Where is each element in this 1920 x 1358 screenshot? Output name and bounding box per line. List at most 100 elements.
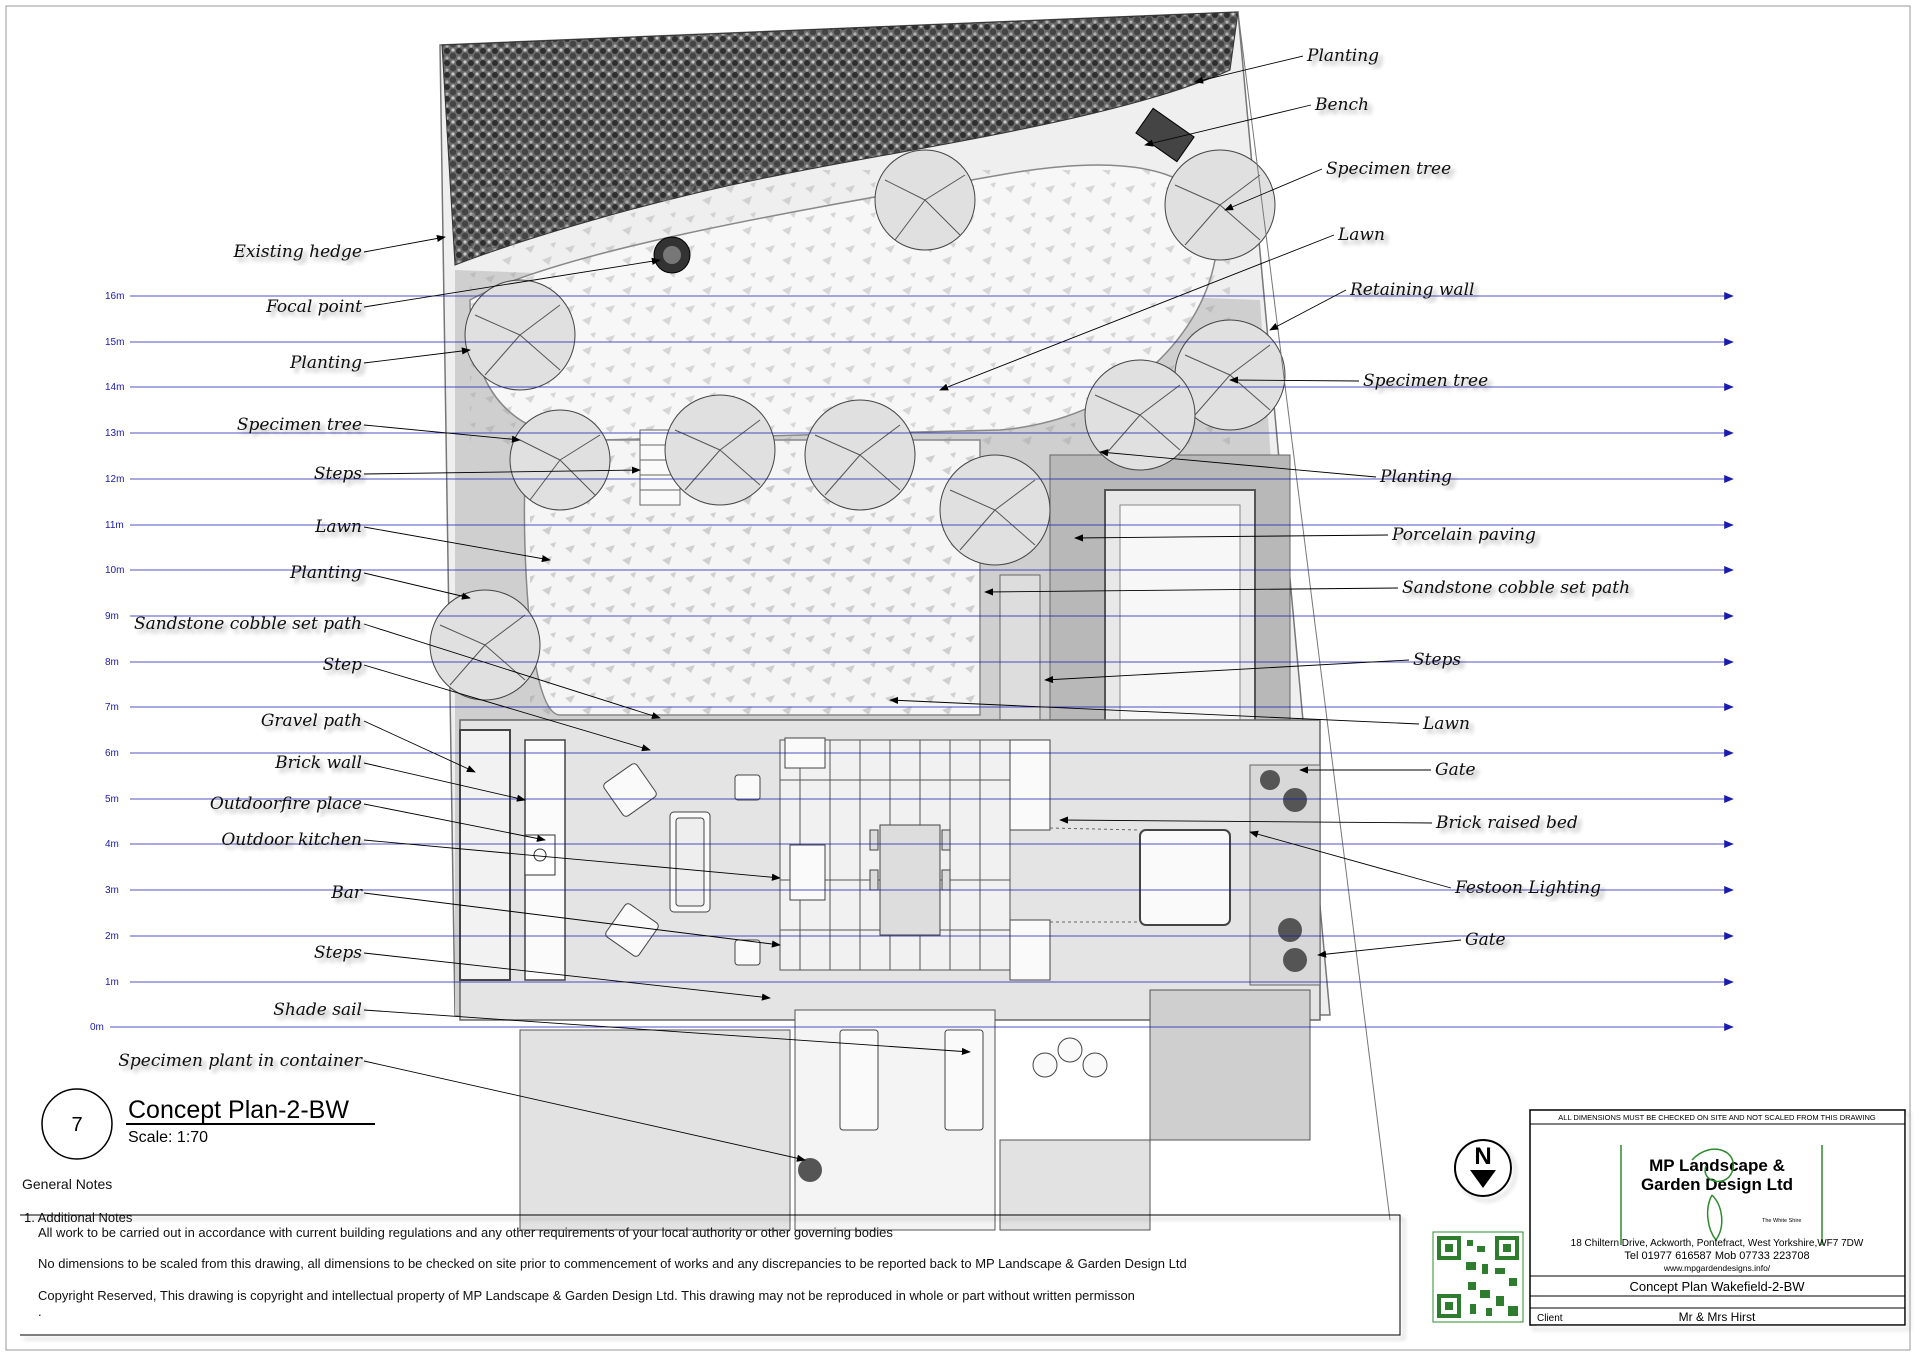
grid-label: 12m (105, 474, 124, 485)
callout-leader (363, 892, 781, 948)
notes-frame (20, 1214, 1401, 1336)
lounge-furniture (603, 763, 761, 966)
callout-leader (1074, 534, 1389, 542)
drawing-scale: Scale: 1:70 (128, 1129, 208, 1146)
callout-leader (1229, 376, 1360, 384)
dimension-warning: ALL DIMENSIONS MUST BE CHECKED ON SITE A… (1558, 1113, 1876, 1122)
house-seating (839, 1029, 1108, 1131)
callout-leader (363, 1009, 971, 1056)
brick-wall (459, 729, 511, 981)
specimen-plant-container (798, 1158, 822, 1182)
small-plants (798, 770, 1307, 1182)
company-name-line2: Garden Design Ltd (1641, 1175, 1793, 1194)
planter-box (1009, 919, 1051, 981)
focal-point-inner (663, 246, 681, 264)
garden-plan (429, 11, 1391, 1231)
callout-leader (1317, 939, 1462, 958)
callout-label-right: Porcelain paving (1391, 525, 1536, 545)
grid-label: 9m (105, 611, 119, 622)
callout-leader (1144, 104, 1312, 147)
client-name: Mr & Mrs Hirst (1679, 1310, 1756, 1324)
company-name-line1: MP Landscape & (1649, 1156, 1785, 1175)
callout-label-right: Planting (1306, 46, 1379, 66)
callout-label-left: Lawn (314, 517, 362, 537)
callout-label-right: Specimen tree (1326, 159, 1451, 179)
hot-tub (1139, 829, 1231, 926)
callout-leader (1099, 449, 1377, 478)
callout-leader (363, 1060, 806, 1162)
qr-code-icon (1432, 1231, 1524, 1323)
callout-label-left: Shade sail (273, 1000, 362, 1020)
callout-label-left: Focal point (265, 297, 362, 317)
north-label: N (1474, 1143, 1491, 1170)
callout-label-right: Festoon Lighting (1454, 878, 1601, 898)
grid-label: 8m (105, 657, 119, 668)
company-phone: Tel 01977 616587 Mob 07733 223708 (1624, 1250, 1809, 1262)
notes-line-2: No dimensions to be scaled from this dra… (38, 1256, 1187, 1271)
callout-label-right: Planting (1379, 467, 1452, 487)
grid-label: 2m (105, 931, 119, 942)
drawing-number-circle (41, 1088, 113, 1160)
callout-label-left: Planting (289, 353, 362, 373)
callout-label-right: Gate (1465, 930, 1506, 950)
grid-label: 15m (105, 337, 124, 348)
callout-leader (363, 623, 661, 719)
house-left (519, 1029, 791, 1231)
callout-leader (889, 696, 1420, 725)
callout-leader (1249, 830, 1452, 889)
grid-label: 5m (105, 794, 119, 805)
callout-label-left: Bar (330, 883, 363, 903)
grid-label: 7m (105, 702, 119, 713)
brick-raised-bed (1009, 739, 1051, 831)
callout-label-right: Gate (1435, 760, 1476, 780)
callout-label-right: Lawn (1422, 714, 1470, 734)
callout-leader (363, 347, 471, 364)
callout-leader (363, 720, 476, 773)
drawing-title-block: 7 Concept Plan-2-BW Scale: 1:70 (41, 1088, 375, 1160)
client-label: Client (1537, 1313, 1563, 1324)
grid-label: 6m (105, 748, 119, 759)
garage (1149, 989, 1311, 1141)
callout-leader (1059, 816, 1433, 824)
notes-line-4: . (38, 1304, 42, 1319)
callout-label-left: Steps (314, 943, 362, 963)
grid-label: 16m (105, 291, 124, 302)
callout-label-left: Steps (314, 464, 362, 484)
callout-label-left: Outdoor kitchen (221, 830, 362, 850)
general-notes: General Notes 1. Additional Notes All wo… (20, 1176, 1400, 1336)
notes-item-title: 1. Additional Notes (24, 1210, 133, 1225)
bar-counter (789, 844, 826, 901)
callout-label-left: Existing hedge (233, 242, 363, 262)
callout-leader (1194, 55, 1304, 84)
notes-line-3: Copyright Reserved, This drawing is copy… (38, 1288, 1135, 1303)
callout-label-right: Retaining wall (1349, 280, 1474, 300)
company-address: 18 Chiltern Drive, Ackworth, Pontefract,… (1571, 1238, 1864, 1249)
callout-label-right: Steps (1413, 650, 1461, 670)
grid-label: 0m (90, 1022, 104, 1033)
callout-label-left: Step (323, 655, 363, 675)
festoon-lighting (1049, 827, 1141, 923)
fire-bowl-icon (533, 848, 547, 862)
grid-lines: 16m15m14m13m12m11m10m9m8m7m6m5m4m3m2m1m0… (90, 291, 1734, 1033)
callout-leader (363, 424, 521, 443)
project-name: Concept Plan Wakefield-2-BW (1629, 1279, 1805, 1294)
callout-leader (984, 587, 1399, 596)
tree-branch-marks (439, 174, 1271, 686)
bench (1135, 107, 1195, 163)
callout-label-left: Outdoorfire place (210, 794, 362, 814)
callout-label-right: Bench (1314, 95, 1369, 115)
callout-leader (363, 572, 471, 600)
callout-label-left: Gravel path (261, 711, 362, 731)
callout-leader (1269, 289, 1347, 331)
drawing-title: Concept Plan-2-BW (128, 1096, 349, 1124)
grid-label: 14m (105, 382, 124, 393)
grid-label: 13m (105, 428, 124, 439)
callout-leader (939, 234, 1335, 391)
north-arrow-icon: N (1454, 1139, 1512, 1197)
callout-label-right: Lawn (1337, 225, 1385, 245)
callout-leader (1224, 168, 1323, 211)
callout-leader (363, 466, 641, 475)
company-logo-icon (1620, 1145, 1823, 1245)
callout-leader (363, 234, 446, 253)
